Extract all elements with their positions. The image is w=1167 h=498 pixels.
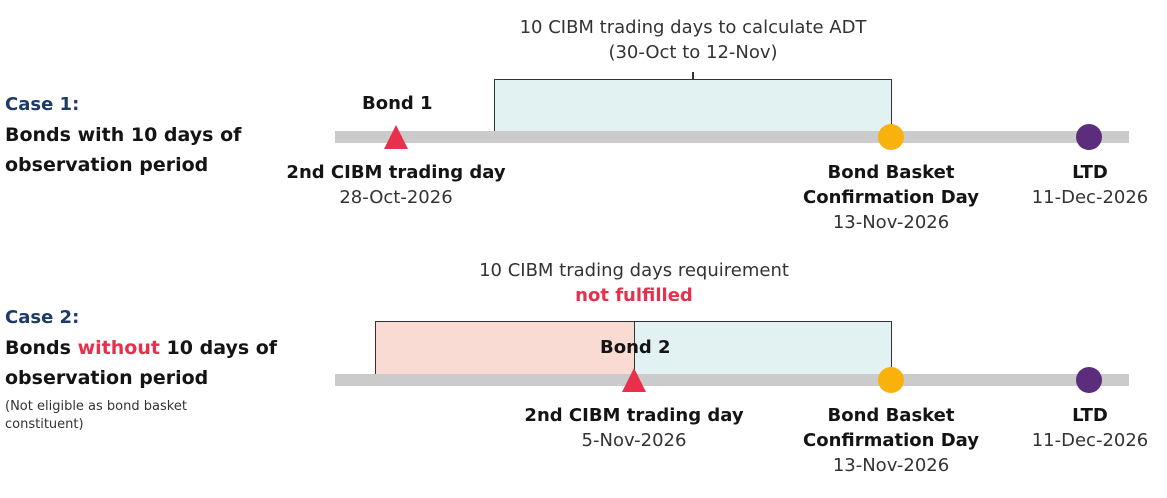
case1-description: Bonds with 10 days of observation period	[5, 120, 241, 180]
purple-dot-icon	[1076, 367, 1102, 393]
case1-basket-label-line2: Confirmation Day	[802, 187, 980, 208]
case1-desc-line2: observation period	[5, 154, 209, 176]
case2-trading-day-label: 2nd CIBM trading day	[524, 405, 744, 426]
case2-basket-event: Bond Basket Confirmation Day 13-Nov-2026	[803, 403, 979, 478]
case1-bond-label: Bond 1	[362, 93, 433, 114]
case1-basket-date: 13-Nov-2026	[832, 212, 950, 233]
case1-basket-event: Bond Basket Confirmation Day 13-Nov-2026	[803, 160, 979, 235]
case1-ltd-date: 11-Dec-2026	[1031, 187, 1149, 208]
case2-basket-label-line2: Confirmation Day	[802, 430, 980, 451]
case2-timeline	[335, 374, 1129, 386]
case2-note-line1: (Not eligible as bond basket	[5, 399, 187, 414]
purple-dot-icon	[1076, 124, 1102, 150]
case2-observation-window	[634, 321, 892, 374]
case2-title: Case 2:	[5, 307, 80, 328]
case2-ltd-event: LTD 11-Dec-2026	[1032, 403, 1149, 453]
case2-window-label: 10 CIBM trading days requirement not ful…	[479, 258, 789, 308]
case1-trading-day-event: 2nd CIBM trading day 28-Oct-2026	[286, 160, 505, 210]
case2-note-line2: constituent)	[5, 417, 84, 432]
case2-basket-date: 13-Nov-2026	[832, 455, 950, 476]
case1-window-label-line2: (30-Oct to 12-Nov)	[608, 42, 778, 63]
yellow-dot-icon	[878, 124, 904, 150]
case2-desc-line1: Bonds without 10 days of	[5, 333, 277, 363]
case1-ltd-event: LTD 11-Dec-2026	[1032, 160, 1149, 210]
case2-note: (Not eligible as bond basket constituent…	[5, 398, 187, 434]
case2-desc-suffix: 10 days of	[159, 337, 278, 359]
case2-trading-day-date: 5-Nov-2026	[581, 430, 687, 451]
case2-basket-label-line1: Bond Basket	[827, 405, 955, 426]
case1-desc-line1: Bonds with 10 days of	[5, 124, 242, 146]
case2-unfulfilled-window	[375, 321, 635, 374]
case2-description: Bonds without 10 days of observation per…	[5, 333, 277, 393]
case2-desc-prefix: Bonds	[5, 337, 78, 359]
yellow-dot-icon	[878, 367, 904, 393]
case2-desc-highlight: without	[77, 337, 160, 359]
case1-ltd-label: LTD	[1072, 162, 1108, 183]
case1-window-tick	[692, 72, 694, 80]
case2-ltd-date: 11-Dec-2026	[1031, 430, 1149, 451]
case1-window-label-line1: 10 CIBM trading days to calculate ADT	[519, 17, 867, 38]
case2-bond-label: Bond 2	[600, 337, 671, 358]
case2-desc-line2: observation period	[5, 367, 209, 389]
case1-window-label: 10 CIBM trading days to calculate ADT (3…	[520, 15, 867, 65]
case2-trading-day-event: 2nd CIBM trading day 5-Nov-2026	[524, 403, 743, 453]
case1-timeline	[335, 131, 1129, 143]
case1-observation-window	[494, 79, 892, 131]
case2-window-label-line1: 10 CIBM trading days requirement	[479, 260, 789, 281]
triangle-icon	[622, 368, 646, 392]
case1-title: Case 1:	[5, 94, 80, 115]
case1-basket-label-line1: Bond Basket	[827, 162, 955, 183]
case2-window-label-line2: not fulfilled	[575, 285, 693, 306]
case1-trading-day-label: 2nd CIBM trading day	[286, 162, 506, 183]
case2-ltd-label: LTD	[1072, 405, 1108, 426]
triangle-icon	[384, 125, 408, 149]
case1-trading-day-date: 28-Oct-2026	[339, 187, 453, 208]
